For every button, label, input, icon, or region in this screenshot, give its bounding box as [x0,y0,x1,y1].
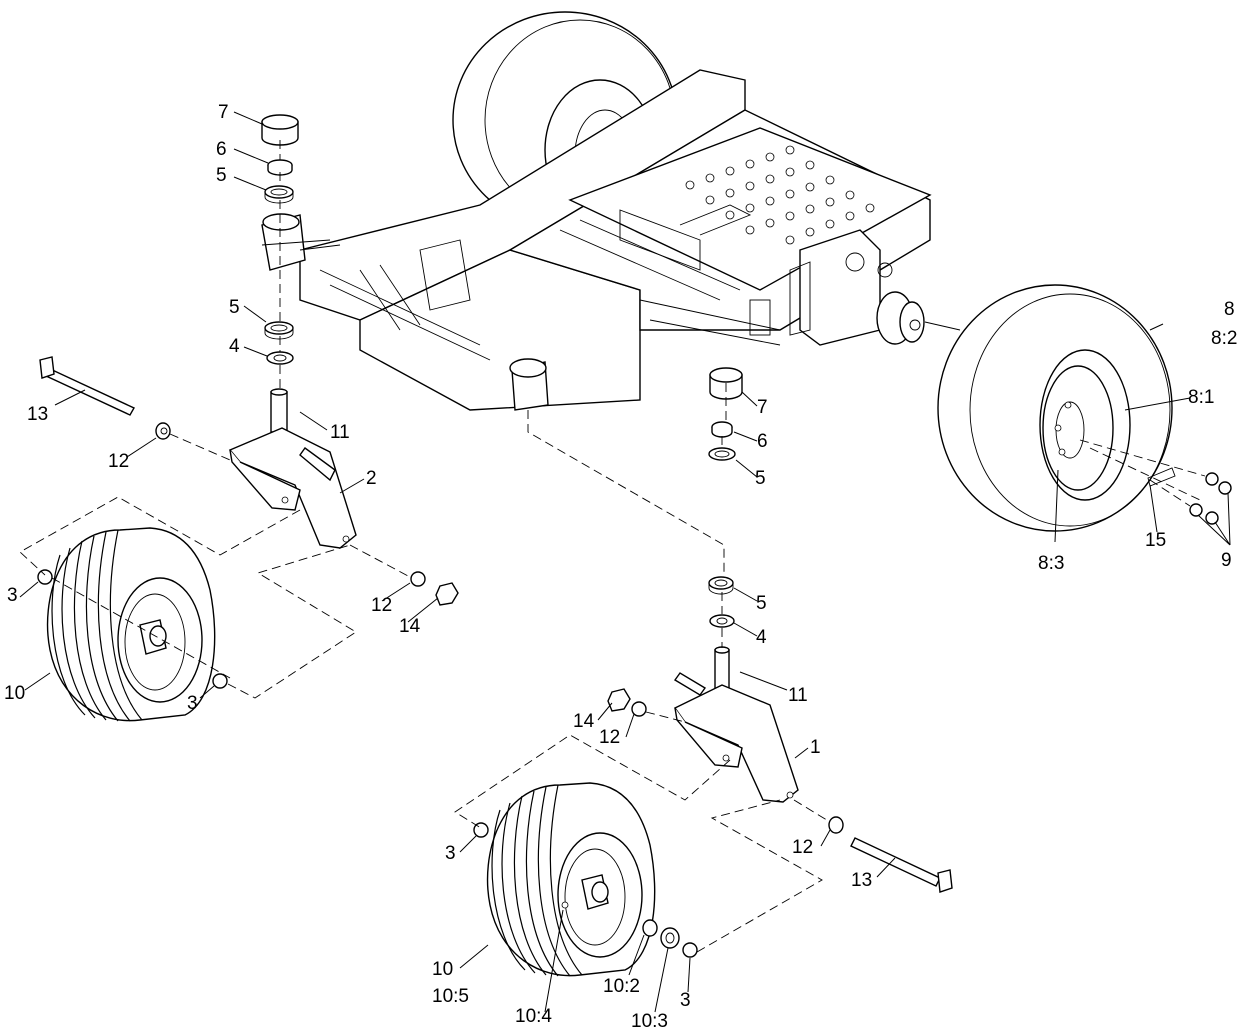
part-15-valve-stem [1147,467,1176,487]
bolt-13-left [39,356,135,416]
bolt-13-right [850,837,953,893]
slotted-nut-6-right [711,421,733,438]
callout-8-rear-wheel: 8 [1224,299,1235,320]
callout-13-right-bolt: 13 [851,870,872,891]
deck-holes [685,145,875,245]
dust-cap-7-left [261,114,299,146]
callout-10-right-wheel: 10 [432,959,453,980]
callout-5-right-bearing-top: 5 [755,468,766,489]
callout-8-2-tire: 8:2 [1211,328,1237,349]
callout-12-right-washer-bottom: 12 [792,837,813,858]
callout-5-left-bearing-top: 5 [216,165,227,186]
assembly-dashed-lines [19,140,1206,953]
callout-10-left-wheel: 10 [4,683,25,704]
callout-10-2-washer: 10:2 [603,976,640,997]
callout-7-left-cap: 7 [218,102,229,123]
mower-frame [261,11,961,411]
callout-3-right-spacer-b: 3 [680,990,691,1011]
callout-5-right-bearing-bottom: 5 [756,593,767,614]
callout-15-hardware: 15 [1145,530,1166,551]
callout-8-3-valve: 8:3 [1038,553,1064,574]
callout-1-caster-fork: 1 [810,737,821,758]
callout-3-left-spacer-a: 3 [7,585,18,606]
washer-4-right [709,614,735,628]
washer-12-left-top [155,422,171,440]
callout-6-left-nut: 6 [216,139,227,160]
callout-11-left-key: 11 [330,422,350,443]
washer-12-right-top [631,701,647,717]
caster-wheel-10-right [486,782,656,977]
lug-nuts-9 [1189,472,1232,525]
callout-labels: 7 6 5 5 4 11 13 12 2 3 10 3 12 14 7 6 5 … [4,102,1237,1032]
spacer-3-left-b [212,673,228,689]
callout-10-3-bearing: 10:3 [631,1011,668,1032]
leader-lines [19,111,1231,1013]
callout-9-lug-nuts: 9 [1221,550,1232,571]
spacer-3-left-a [37,569,53,585]
axle-hub [876,291,961,345]
callout-7-right-cap: 7 [757,397,768,418]
callout-3-right-spacer-a: 3 [445,843,456,864]
callout-4-left-washer: 4 [229,336,240,357]
bearing-5-right-top [708,447,736,461]
caster-fork-2 [228,388,357,549]
locknut-14-left [435,582,459,606]
callout-10-5-tire: 10:5 [432,986,469,1007]
callout-13-left-bolt: 13 [27,404,48,425]
callout-14-left-locknut: 14 [399,616,421,637]
washer-12-right-bottom [828,816,844,834]
caster-fork-1 [673,646,799,803]
rear-wheel-right [937,284,1173,532]
locknut-14-right [607,688,631,712]
bearing-10-3 [660,927,680,949]
washer-10-2 [642,919,658,937]
washer-4-left [266,351,294,365]
callout-6-right-nut: 6 [757,431,768,452]
callout-12-right-washer-top: 12 [599,727,620,748]
washer-12-left-bottom [410,571,426,587]
callout-2-caster-fork: 2 [366,468,377,489]
spacer-3-right-a [473,822,489,838]
caster-wheel-10-left [46,527,216,722]
callout-8-1-rim: 8:1 [1188,387,1214,408]
bearing-5-right-bottom [708,576,734,595]
callout-11-right-key: 11 [788,685,808,706]
callout-3-left-spacer-b: 3 [187,693,198,714]
callout-12-left-washer-bottom: 12 [371,595,392,616]
bearing-5-left-top [264,185,294,204]
callout-10-4-valve-stem: 10:4 [515,1006,552,1027]
callout-5-left-bearing-bottom: 5 [229,297,240,318]
spacer-3-right-b [682,942,698,958]
callout-4-right-washer: 4 [756,627,767,648]
callout-12-left-washer-top: 12 [108,451,129,472]
bearing-5-left-bottom [264,321,294,340]
callout-14-right-locknut: 14 [573,711,595,732]
